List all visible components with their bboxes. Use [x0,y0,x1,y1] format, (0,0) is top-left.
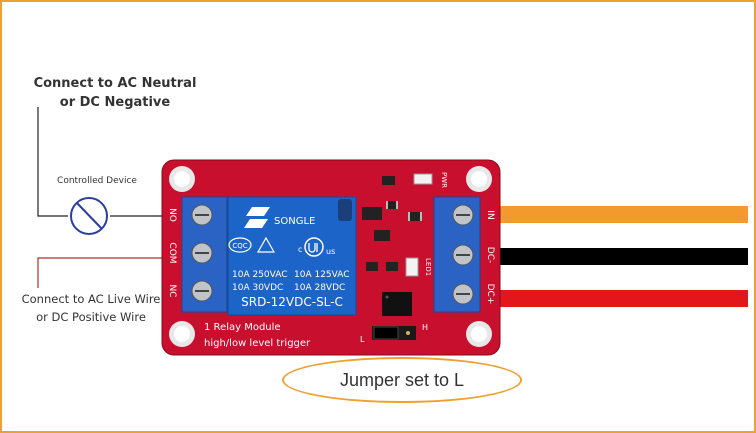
neutral-label-line2: or DC Negative [59,95,171,110]
terminal-label-dc-plus: DC+ [485,284,495,305]
relay-component: SONGLE CQC c us 10A 250VAC 10A 125VAC 10… [227,196,357,316]
terminal-screw-no [191,204,213,226]
terminal-screw-in [452,204,474,226]
silk-title: 1 Relay Module [204,322,281,333]
live-label-line2: or DC Positive Wire [36,310,146,324]
jumper-l-label: L [360,335,365,344]
mounting-hole-top-left [169,166,195,192]
controlled-device-label: Controlled Device [57,176,137,186]
terminal-screw-dc-minus [452,244,474,266]
spec-left-1: 10A 250VAC [232,270,288,280]
ul-us-label: us [326,247,335,256]
ul-c-label: c [298,245,302,254]
jumper-header-icon [372,326,416,340]
neutral-wire [37,107,68,217]
terminal-label-dc-minus: DC- [485,247,495,263]
neutral-label-line1: Connect to AC Neutral [33,76,197,91]
cqc-mark-icon [228,237,252,253]
right-terminal-block [433,196,481,313]
lamp-icon [70,197,108,235]
led-label: LED1 [424,258,432,276]
terminal-label-in: IN [485,210,495,219]
resistor-top [386,201,398,209]
mounting-hole-bottom-left [169,321,195,347]
spec-right-2: 10A 28VDC [294,283,345,293]
led-icon [405,257,419,277]
pwr-led-icon [413,173,433,185]
mounting-hole-bottom-right [466,321,492,347]
relay-brand: SONGLE [274,216,315,227]
terminal-screw-nc [191,280,213,302]
resistor-a [366,262,378,271]
live-label: Connect to AC Live Wire or DC Positive W… [6,290,176,326]
warning-triangle-icon [256,236,276,253]
pwr-label: PWR [440,172,448,188]
jumper-h-label: H [422,323,428,332]
terminal-screw-dc-plus [452,283,474,305]
resistor-mid [408,212,422,221]
spec-left-2: 10A 30VDC [232,283,283,293]
transistor-icon [362,207,382,220]
relay-model: SRD-12VDC-SL-C [241,295,343,309]
capacitor-icon [338,199,352,221]
optocoupler-icon [382,292,412,316]
spec-right-1: 10A 125VAC [294,270,350,280]
left-terminal-block [181,196,228,313]
songle-logo-icon [244,207,270,228]
terminal-label-com: COM [167,242,177,263]
terminal-screw-com [191,242,213,264]
neutral-label: Connect to AC Neutral or DC Negative [20,74,210,112]
terminal-label-nc: NC [167,284,177,297]
silk-subtitle: high/low level trigger [204,338,311,349]
live-label-line1: Connect to AC Live Wire [21,292,161,306]
terminal-label-no: NO [167,208,177,222]
jumper-note-callout: Jumper set to L [282,357,522,403]
wire-gnd [498,248,748,265]
live-wire [37,257,184,288]
wire-pos [498,290,748,307]
resistor-pwr [382,176,395,185]
diode-icon [374,230,390,241]
cqc-label: CQC [232,242,247,250]
ul-mark-icon [304,237,324,257]
mounting-hole-top-right [466,166,492,192]
resistor-b [386,262,398,271]
wire-in [498,206,748,223]
jumper-note-text: Jumper set to L [339,369,465,390]
